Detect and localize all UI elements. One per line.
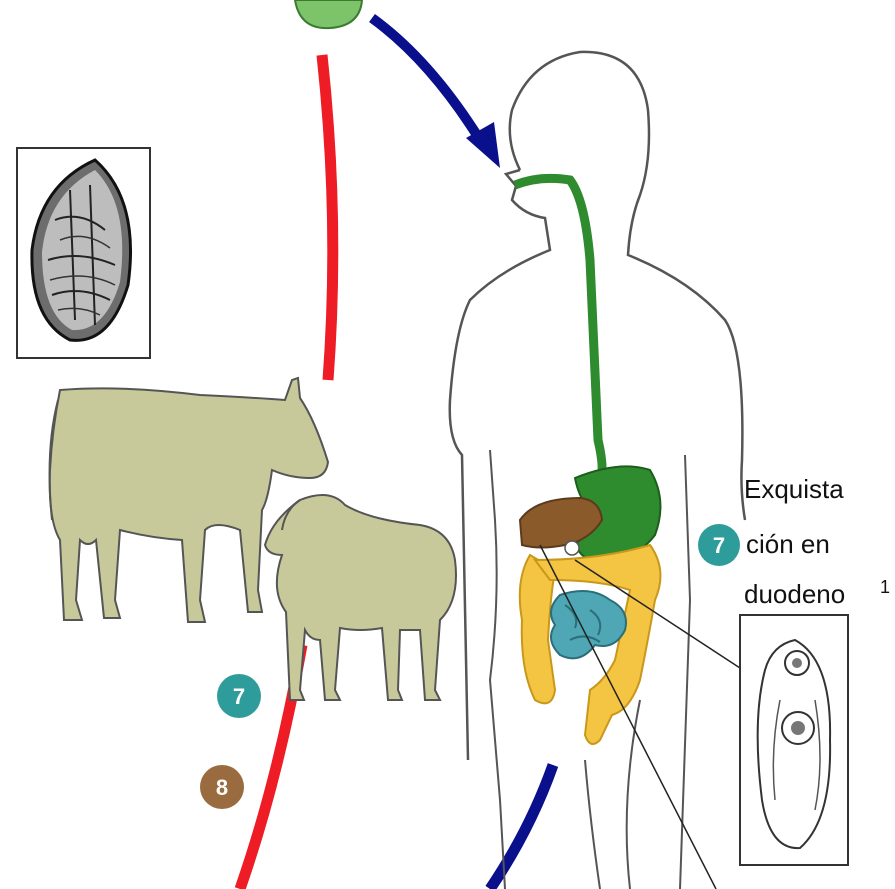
label-line-3: duodeno: [744, 579, 845, 609]
sheep-icon: [265, 495, 456, 700]
excystation-label: Exquista ción en duodeno 1: [744, 474, 890, 609]
badge-7-left-text: 7: [233, 684, 245, 709]
red-arc-upper: [322, 55, 333, 380]
badge-8-left-text: 8: [216, 775, 228, 800]
label-line-2: ción en: [746, 529, 830, 559]
ingestion-arrow: [372, 18, 500, 168]
fluke-egg-panel: [17, 148, 150, 358]
badge-8-left: 8: [200, 765, 244, 809]
badge-7-left: 7: [217, 674, 261, 718]
badge-7-right-text: 7: [713, 533, 725, 558]
vegetation-icon: [295, 0, 362, 28]
metacercaria-panel: [740, 615, 848, 865]
label-line-1: Exquista: [744, 474, 844, 504]
badge-7-right: 7: [698, 524, 740, 566]
label-superscript: 1: [880, 577, 890, 597]
metacercaria-larva-icon: [758, 640, 830, 848]
